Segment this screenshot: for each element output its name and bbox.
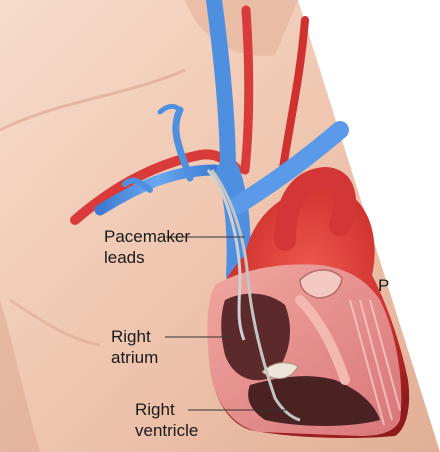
label-right-atrium-line2: atrium — [111, 348, 158, 367]
label-pacemaker-leads-line2: leads — [104, 248, 145, 267]
label-pacemaker-leads-line1: Pacemaker — [104, 227, 190, 246]
label-right-atrium-line1: Right — [111, 327, 151, 346]
label-edge-letter: P — [378, 276, 389, 295]
label-right-ventricle-line2: ventricle — [135, 421, 198, 440]
carotid-artery — [245, 10, 249, 170]
label-right-ventricle-line1: Right — [135, 400, 175, 419]
